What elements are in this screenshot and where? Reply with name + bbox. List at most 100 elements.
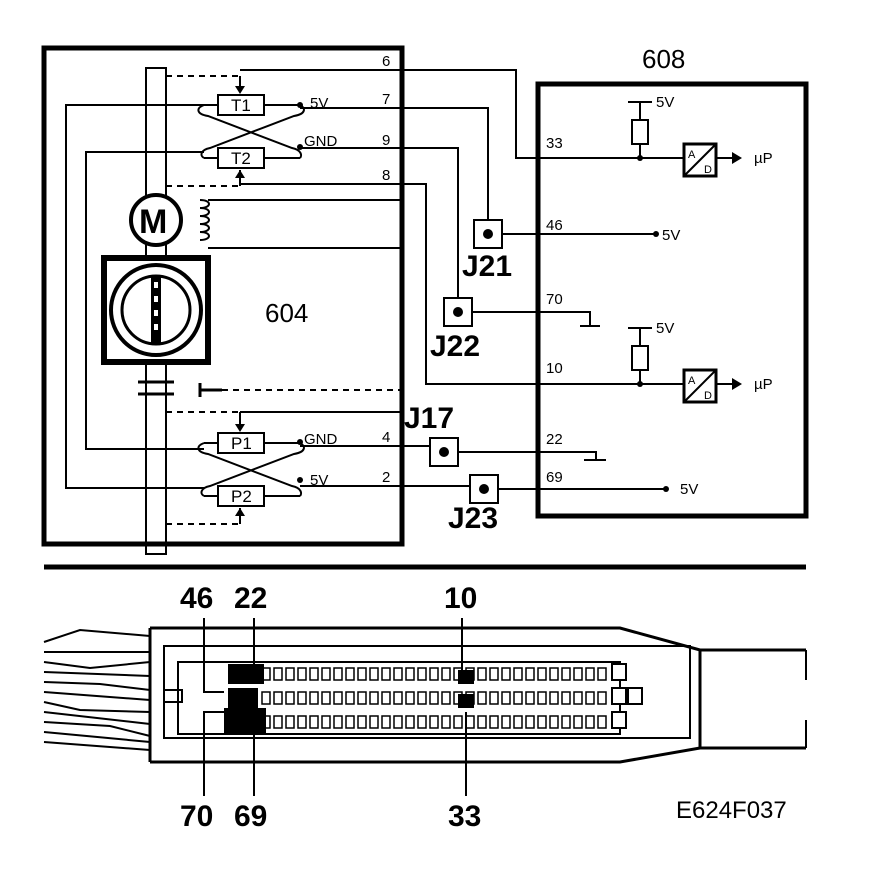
module-604-label: 604 <box>265 298 308 328</box>
connector-pin-cavity <box>585 667 595 681</box>
pin-69-supply-label: 5V <box>680 481 698 498</box>
connector-pin-cavity <box>273 715 283 729</box>
connector-pin-cavity <box>321 691 331 705</box>
connector-pin-cavity <box>417 667 427 681</box>
connector-pin-cavity <box>333 667 343 681</box>
pin-608-69: 69 <box>546 469 563 486</box>
connector-pin-cavity <box>537 691 547 705</box>
connector-pin-cavity <box>537 715 547 729</box>
connector-pin-cavity <box>573 691 583 705</box>
connector-pin-cavity <box>333 691 343 705</box>
svg-text:A: A <box>688 375 696 387</box>
connector-pin-cavity <box>573 715 583 729</box>
connector-pin-cavity <box>309 667 319 681</box>
svg-text:D: D <box>704 164 712 176</box>
connector-pin-cavity <box>273 691 283 705</box>
sensor-p1: P1 <box>217 432 265 454</box>
connector-pin-cavity <box>309 691 319 705</box>
connector-pin-cavity <box>285 691 295 705</box>
t1-supply-label: 5V <box>310 95 328 112</box>
connector-pin-cavity <box>477 715 487 729</box>
connector-pin-cavity <box>513 715 523 729</box>
connector-pin-cavity <box>345 715 355 729</box>
junction-j21-label: J21 <box>462 250 512 283</box>
connector-pin-cavity <box>273 667 283 681</box>
connector-pin-cavity <box>369 691 379 705</box>
connector-pin-10: 10 <box>444 582 477 615</box>
pin-604-7: 7 <box>382 91 390 108</box>
pin-608-70: 70 <box>546 291 563 308</box>
connector-pin-cavity <box>321 667 331 681</box>
connector-pin-cavity <box>393 691 403 705</box>
connector-pin-70: 70 <box>180 800 213 833</box>
connector-pin-cavity <box>333 715 343 729</box>
connector-pin-cavity <box>393 667 403 681</box>
connector-pin-cavity <box>525 691 535 705</box>
connector-pin-cavity <box>297 691 307 705</box>
connector-pin-cavity <box>549 667 559 681</box>
connector-pin-cavity <box>369 667 379 681</box>
pin-46-supply-label: 5V <box>662 227 680 244</box>
connector-pin-cavity <box>441 691 451 705</box>
connector-pin-cavity <box>597 691 607 705</box>
connector-pin-cavity <box>525 715 535 729</box>
junction-j23: J23 <box>448 474 499 535</box>
sensor-p2: P2 <box>217 485 265 507</box>
connector-pin-cavity <box>345 667 355 681</box>
junction-j17: J17 <box>404 402 459 467</box>
connector-pin-cavity <box>597 715 607 729</box>
connector-pin-cavity <box>381 691 391 705</box>
connector-pin-cavity <box>381 715 391 729</box>
connector-pin-cavity <box>405 715 415 729</box>
junction-j22: J22 <box>430 297 480 363</box>
pin-608-33: 33 <box>546 135 563 152</box>
junction-j23-label: J23 <box>448 502 498 535</box>
connector-pin-cavity <box>369 715 379 729</box>
connector-pin-cavity <box>453 715 463 729</box>
connector-pin-cavity <box>261 691 271 705</box>
connector-pin-cavity <box>525 667 535 681</box>
connector-pin-cavity <box>405 691 415 705</box>
pin-604-8: 8 <box>382 167 390 184</box>
pullup-2-label: 5V <box>656 320 674 337</box>
pin-604-9: 9 <box>382 132 390 149</box>
p1-supply-label: GND <box>304 431 338 448</box>
connector-pin-cavity <box>549 715 559 729</box>
connector-pin-cavity <box>357 691 367 705</box>
pin-608-10: 10 <box>546 360 563 377</box>
connector-pin-cavity <box>381 667 391 681</box>
sensor-t2: T2 <box>217 147 265 169</box>
pullup-resistor-1: 5V <box>628 94 674 161</box>
connector-pin-cavity <box>477 667 487 681</box>
connector-pin-cavity <box>345 691 355 705</box>
connector-pin-highlight <box>228 664 264 684</box>
connector-pin-69: 69 <box>234 800 267 833</box>
svg-text:D: D <box>704 390 712 402</box>
connector-pin-46: 46 <box>180 582 213 615</box>
connector-key <box>611 711 627 729</box>
connector-pin-rows <box>224 663 643 734</box>
connector-pin-highlight <box>458 670 474 684</box>
adc-1: A D µP <box>640 142 773 178</box>
sensor-t2-label: T2 <box>231 149 251 168</box>
pin-604-6: 6 <box>382 53 390 70</box>
pullup-resistor-2: 5V <box>628 320 674 387</box>
connector-pin-highlight <box>228 688 258 708</box>
sensor-p2-label: P2 <box>231 487 252 506</box>
connector-key <box>611 663 627 681</box>
connector-pin-cavity <box>417 691 427 705</box>
connector-pin-cavity <box>501 715 511 729</box>
connector-pin-cavity <box>465 715 475 729</box>
connector-pin-cavity <box>477 691 487 705</box>
connector-key <box>611 687 627 705</box>
pin-608-22: 22 <box>546 431 563 448</box>
svg-text:A: A <box>688 149 696 161</box>
connector-pin-cavity <box>297 715 307 729</box>
connector-pin-highlight <box>224 708 266 734</box>
motor-symbol: M <box>129 193 183 247</box>
connector-pin-cavity <box>489 667 499 681</box>
connector-pin-cavity <box>393 715 403 729</box>
motor-label: M <box>139 203 167 241</box>
connector-pin-cavity <box>597 667 607 681</box>
sensor-p1-label: P1 <box>231 434 252 453</box>
